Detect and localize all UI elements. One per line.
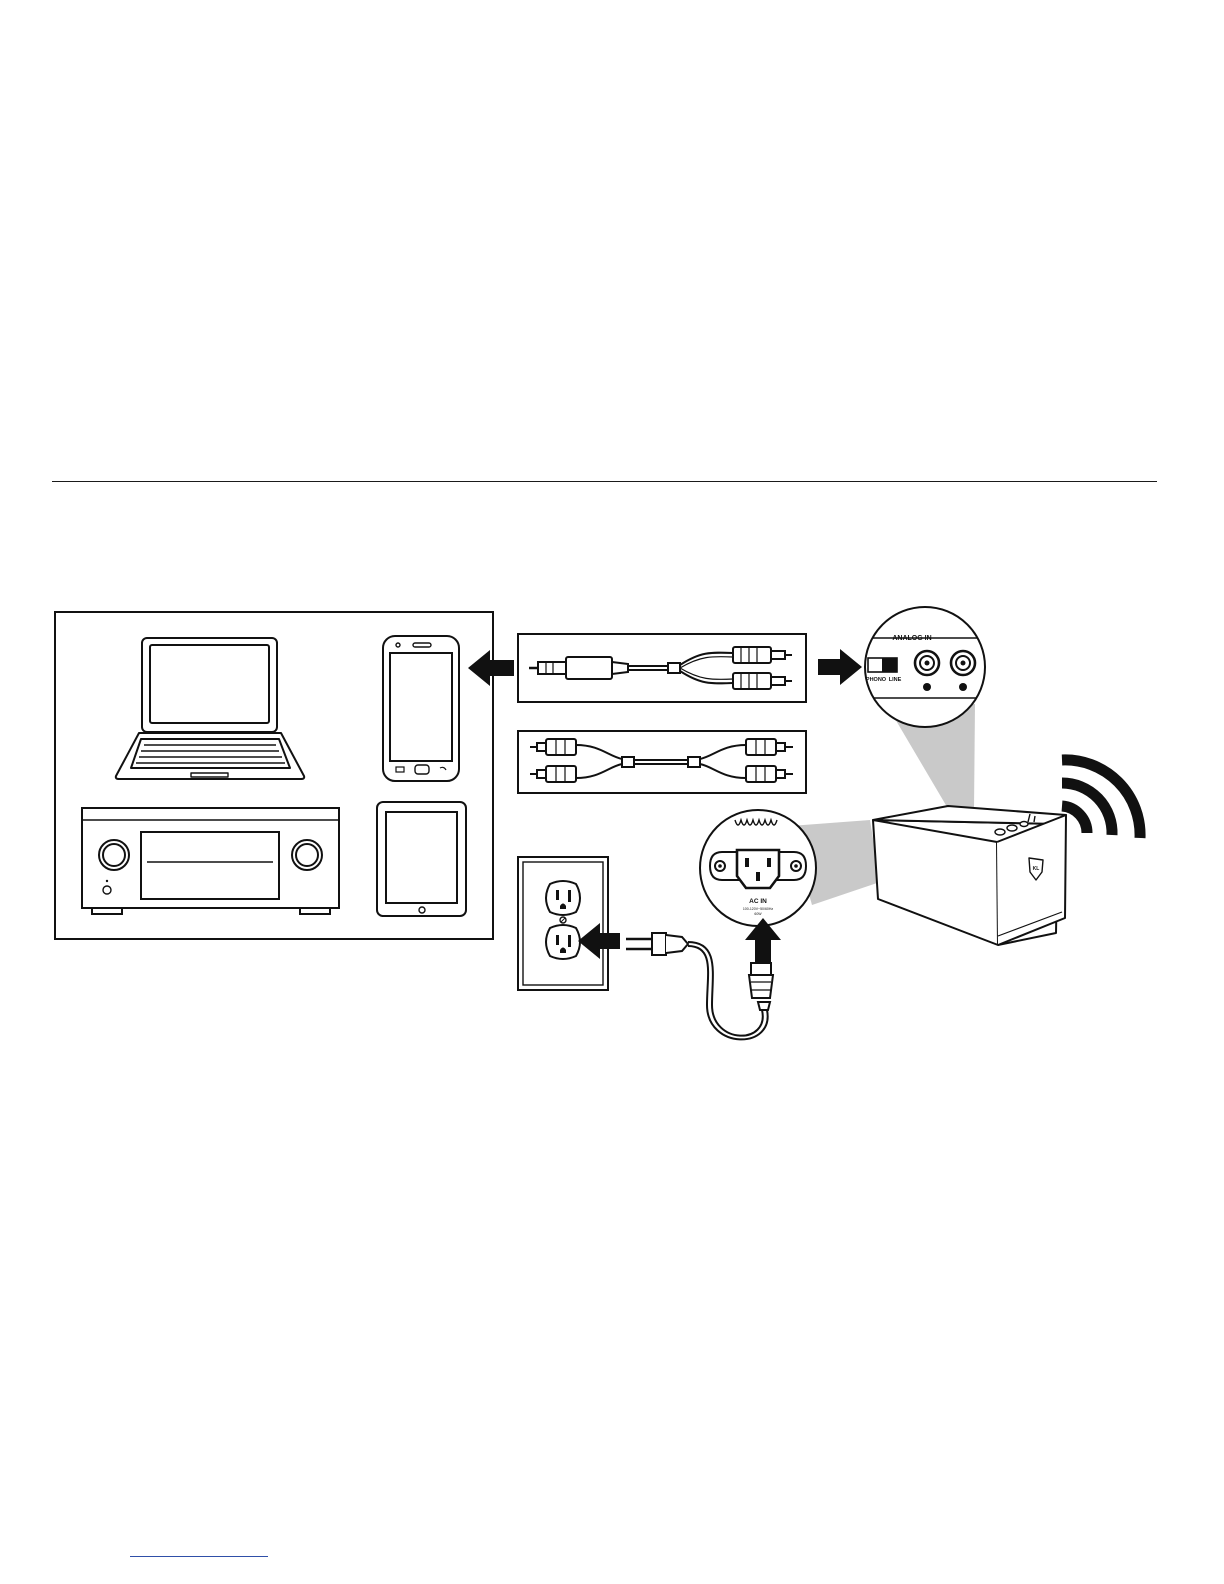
speaker-logo: KL — [1033, 866, 1040, 872]
laptop-icon — [116, 638, 304, 779]
speaker-icon: KL — [873, 806, 1066, 945]
tablet-icon — [377, 802, 466, 916]
phono-label: PHONO — [866, 677, 887, 683]
av-receiver-icon — [82, 808, 339, 914]
smartphone-icon — [383, 636, 459, 781]
aux-to-rca-cable-panel — [518, 634, 806, 702]
ac-rating-line-2: 60W — [754, 912, 762, 916]
wall-outlet-icon — [518, 857, 608, 990]
ac-in-label: AC IN — [749, 898, 767, 905]
power-cord-icon — [626, 933, 773, 1039]
ac-input-zoom: AC IN 100-120V~50/60Hz 60W — [700, 810, 816, 926]
analog-in-label: ANALOG IN — [892, 635, 931, 642]
source-devices-panel — [55, 612, 493, 939]
arrow-right-icon — [818, 649, 862, 685]
line-label: LINE — [889, 677, 902, 683]
wireless-signal-icon — [1062, 760, 1140, 838]
ac-rating-line-1: 100-120V~50/60Hz — [743, 907, 774, 911]
rca-to-rca-cable-panel — [518, 731, 806, 793]
footer-link-underline[interactable] — [130, 1556, 268, 1557]
